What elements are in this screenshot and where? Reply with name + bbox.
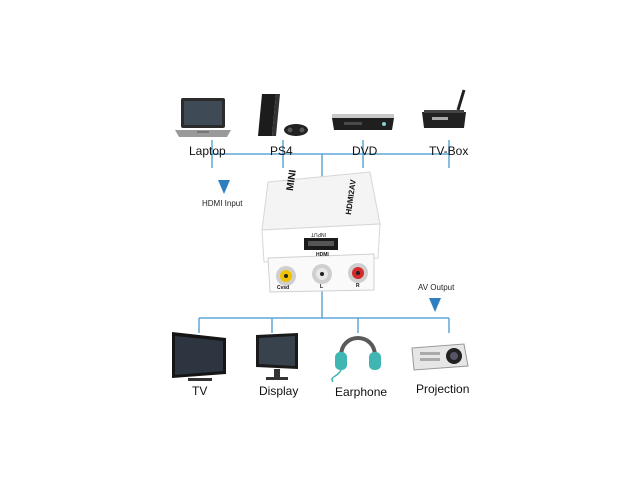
device-port-label: HDMI xyxy=(316,252,329,258)
input-label-laptop: Laptop xyxy=(189,144,226,158)
dvd-player-icon xyxy=(332,114,394,130)
tv-icon xyxy=(172,332,226,381)
av-output-label: AV Output xyxy=(418,283,455,292)
input-label-ps4: PS4 xyxy=(270,144,293,158)
hdmi-input-arrow-icon xyxy=(218,180,230,194)
laptop-icon xyxy=(175,98,231,137)
hdmi-input-label: HDMI Input xyxy=(202,199,243,208)
av-output-arrow-icon xyxy=(429,298,441,312)
ps4-console-icon xyxy=(258,94,308,136)
device-input-text: INPUT xyxy=(311,231,326,237)
rca-label-video: Cvsd xyxy=(277,285,290,291)
output-label-projection: Projection xyxy=(416,382,470,396)
output-label-display: Display xyxy=(259,384,299,398)
rca-label-left: L xyxy=(320,284,324,290)
input-label-tvbox: TV-Box xyxy=(429,144,469,158)
headphones-icon xyxy=(331,336,381,382)
tv-box-icon xyxy=(422,89,466,128)
input-label-dvd: DVD xyxy=(352,144,378,158)
output-label-earphone: Earphone xyxy=(335,385,388,399)
rca-label-right: R xyxy=(356,283,360,289)
projector-icon xyxy=(411,343,469,371)
output-label-tv: TV xyxy=(192,384,208,398)
converter-device xyxy=(261,171,381,293)
monitor-icon xyxy=(256,333,298,380)
